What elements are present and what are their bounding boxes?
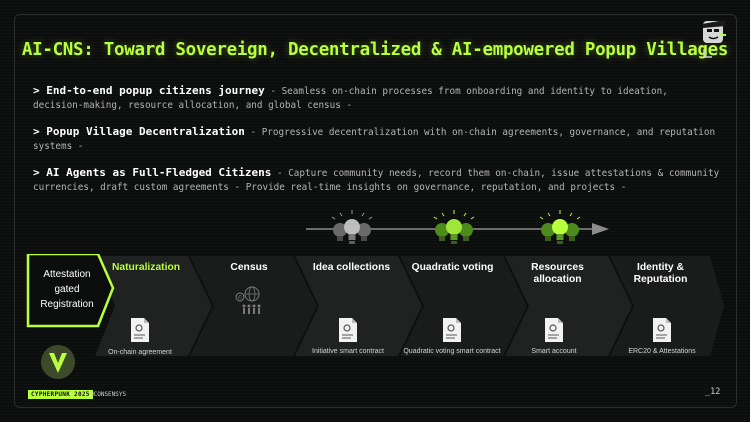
idea-bulbs-grey-icon	[331, 210, 373, 244]
caption-resources-allocation: Smart account	[531, 348, 577, 355]
bullet-list: > End-to-end popup citizens journey - Se…	[33, 84, 723, 207]
step-label-resources-allocation: Resources allocation	[531, 262, 584, 285]
contract-document-icon	[443, 318, 461, 342]
voting-bulbs-green-icon	[433, 210, 475, 244]
contract-document-icon	[131, 318, 149, 342]
bullet-body: - Progressive decentralization with on-c…	[33, 127, 716, 152]
caption-identity-reputation: ERC20 & Attestations	[628, 348, 696, 355]
page-number: _12	[705, 387, 721, 397]
caption-naturalization: On-chain agreement	[108, 349, 172, 356]
resources-bulbs-green-icon	[539, 210, 581, 244]
bullet-body: - Capture community needs, record them o…	[33, 168, 720, 193]
step-attestation-registration: Attestation gated Registration	[32, 256, 102, 322]
census-globe-icon: ©	[235, 286, 261, 314]
bullet-heading: > End-to-end popup citizens journey	[33, 84, 265, 97]
contract-document-icon	[545, 318, 563, 342]
step-label-census: Census	[230, 262, 268, 273]
bullet-heading: > Popup Village Decentralization	[33, 125, 245, 138]
slide-frame	[14, 14, 737, 408]
bullet-heading: > AI Agents as Full-Fledged Citizens	[33, 166, 272, 179]
bullet-item: > End-to-end popup citizens journey - Se…	[33, 84, 723, 112]
step-label-idea-collections: Idea collections	[312, 262, 391, 273]
village-logo-icon	[41, 345, 75, 379]
bullet-item: > Popup Village Decentralization - Progr…	[33, 125, 723, 153]
hacker-mascot-icon	[702, 20, 726, 43]
contract-document-icon	[653, 318, 671, 342]
bullet-item: > AI Agents as Full-Fledged Citizens - C…	[33, 166, 723, 194]
footer-badge: CYPHERPUNK 2025	[28, 390, 93, 399]
contract-document-icon	[339, 318, 357, 342]
corner-mark-icon	[703, 49, 712, 58]
footer-handle: @CONSENSYS	[90, 391, 127, 398]
step-label-naturalization: Naturalization	[111, 262, 181, 273]
step-attestation-label: Attestation gated Registration	[40, 268, 94, 310]
step-label-identity-reputation: Identity & Reputation	[633, 262, 688, 285]
bullet-body: - Seamless on-chain processes from onboa…	[33, 86, 668, 111]
svg-text:©: ©	[237, 295, 243, 302]
slide-title: AI-CNS: Toward Sovereign, Decentralized …	[21, 40, 729, 60]
step-label-quadratic-voting: Quadratic voting	[411, 262, 494, 273]
caption-idea-collections: Initiative smart contract	[312, 348, 384, 355]
caption-quadratic-voting: Quadratic voting smart contract	[403, 348, 501, 355]
